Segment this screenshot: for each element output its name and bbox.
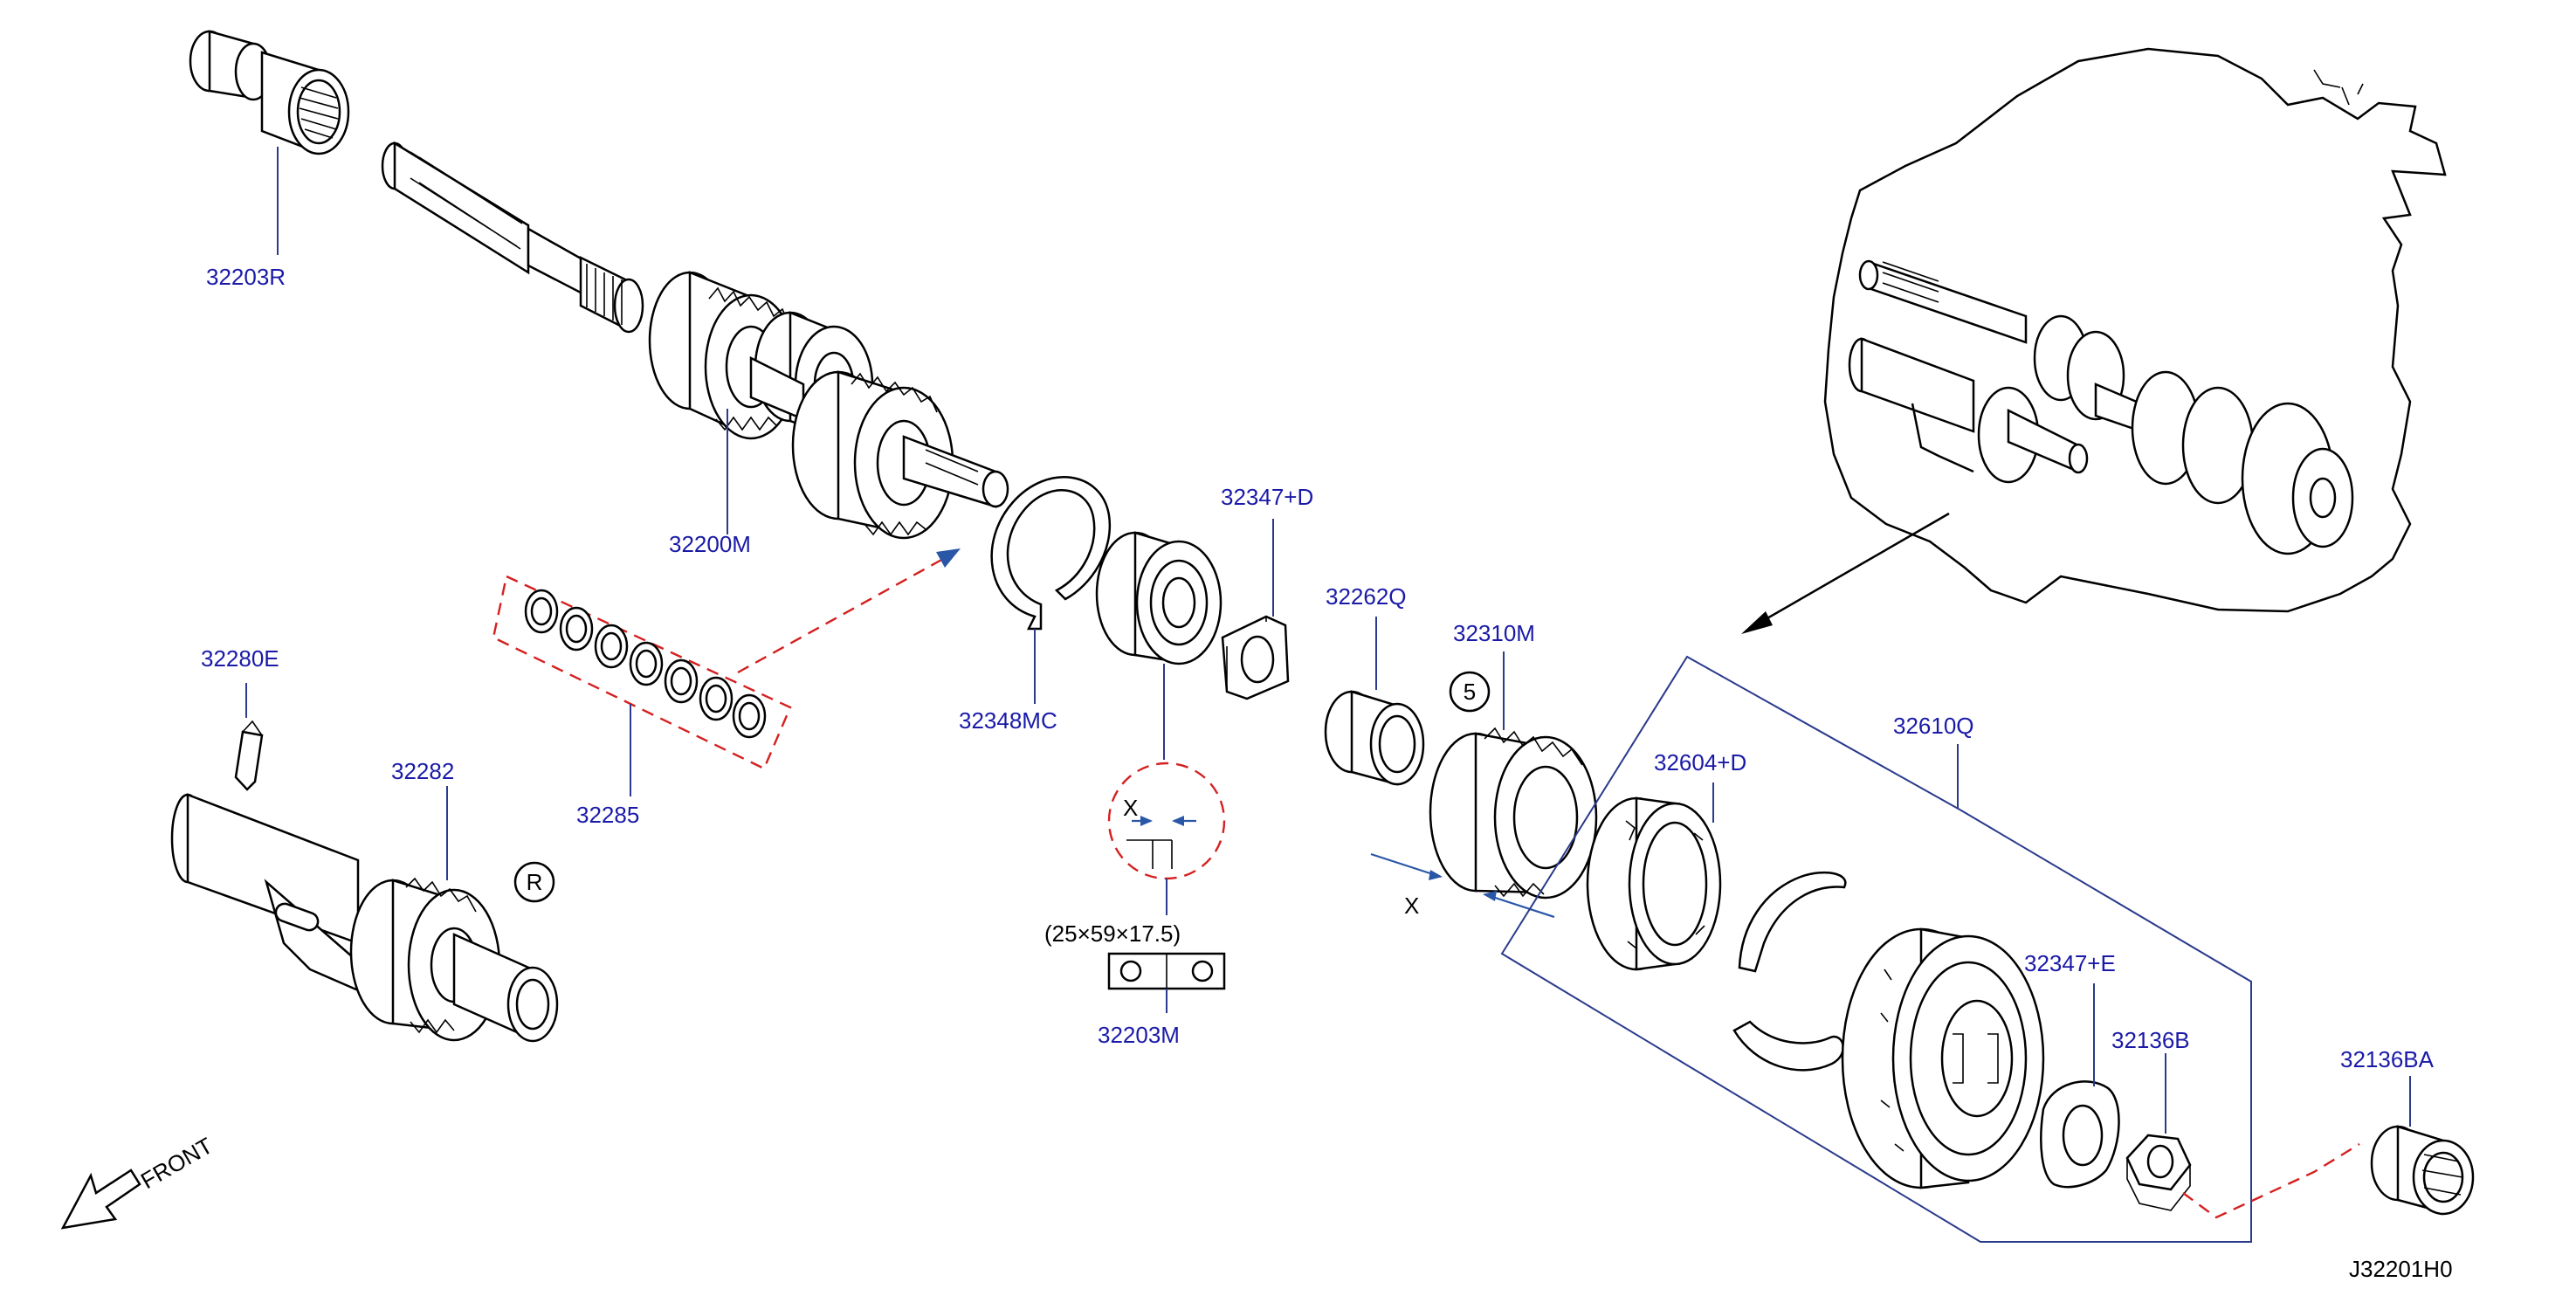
overview-arrow bbox=[1754, 512, 1950, 627]
reverse-gear-badge: R bbox=[513, 861, 555, 903]
label-32604D[interactable]: 32604+D bbox=[1654, 749, 1746, 776]
label-32347D[interactable]: 32347+D bbox=[1221, 484, 1313, 510]
snap-ring-32348MC[interactable] bbox=[990, 476, 1112, 631]
transmission-case-overview[interactable] bbox=[1823, 47, 2447, 613]
overview-arrowhead bbox=[1741, 611, 1773, 634]
label-32262Q[interactable]: 32262Q bbox=[1326, 583, 1407, 610]
label-32136BA[interactable]: 32136BA bbox=[2340, 1046, 2435, 1072]
svg-text:R: R bbox=[527, 869, 543, 895]
nut-reference-line bbox=[2182, 1142, 2360, 1219]
bearing-retainer-32347D[interactable] bbox=[1221, 615, 1290, 700]
svg-text:X: X bbox=[1123, 795, 1138, 821]
label-32285[interactable]: 32285 bbox=[576, 802, 639, 828]
label-32348MC[interactable]: 32348MC bbox=[959, 707, 1057, 734]
cap-32136BA[interactable] bbox=[2370, 1125, 2475, 1216]
ball-bearing-32203M[interactable] bbox=[1095, 531, 1223, 665]
label-32610Q[interactable]: 32610Q bbox=[1893, 713, 1974, 739]
shim-reference-line bbox=[737, 557, 944, 674]
synchronizer-hub-sleeve[interactable] bbox=[1841, 927, 2045, 1189]
synchro-key-lower[interactable] bbox=[1732, 1020, 1845, 1072]
shim-set-32285[interactable] bbox=[492, 575, 792, 770]
needle-bearing-32203R[interactable] bbox=[189, 30, 350, 155]
mainshaft-32200M[interactable] bbox=[381, 141, 1009, 540]
lock-washer-32347E[interactable] bbox=[2040, 1080, 2120, 1189]
svg-text:5: 5 bbox=[1464, 679, 1476, 705]
fifth-gear-width-mark: X bbox=[1404, 893, 1419, 919]
gear-number-badge: 5 bbox=[1449, 671, 1491, 713]
label-32282[interactable]: 32282 bbox=[391, 758, 454, 784]
shim-reference-arrowhead bbox=[936, 548, 961, 568]
label-32203R[interactable]: 32203R bbox=[206, 264, 286, 290]
label-32310M[interactable]: 32310M bbox=[1453, 620, 1535, 646]
bearing-spec: (25×59×17.5) bbox=[1044, 920, 1181, 947]
lock-nut-32136B[interactable] bbox=[2125, 1134, 2192, 1211]
label-32136B[interactable]: 32136B bbox=[2111, 1027, 2190, 1053]
pin-32280E[interactable] bbox=[234, 720, 264, 791]
label-32347E[interactable]: 32347+E bbox=[2024, 950, 2116, 976]
synchronizer-ring-32604D[interactable] bbox=[1586, 796, 1722, 971]
synchro-key-upper[interactable] bbox=[1738, 871, 1847, 973]
front-direction-icon bbox=[60, 1168, 141, 1230]
bearing-section-icon bbox=[1107, 952, 1226, 990]
label-32203M[interactable]: 32203M bbox=[1098, 1022, 1180, 1048]
diagram-code: J32201H0 bbox=[2349, 1256, 2453, 1282]
front-label: FRONT bbox=[136, 1132, 217, 1194]
label-32200M[interactable]: 32200M bbox=[669, 531, 751, 557]
fifth-gear-32310M[interactable] bbox=[1370, 727, 1598, 919]
synchro-assembly-boundary bbox=[1500, 655, 2252, 1243]
bushing-32262Q[interactable] bbox=[1324, 690, 1425, 786]
label-32280E[interactable]: 32280E bbox=[201, 645, 279, 672]
bearing-width-detail: X bbox=[1107, 762, 1226, 880]
reverse-idler-gear-32282[interactable] bbox=[170, 793, 559, 1043]
